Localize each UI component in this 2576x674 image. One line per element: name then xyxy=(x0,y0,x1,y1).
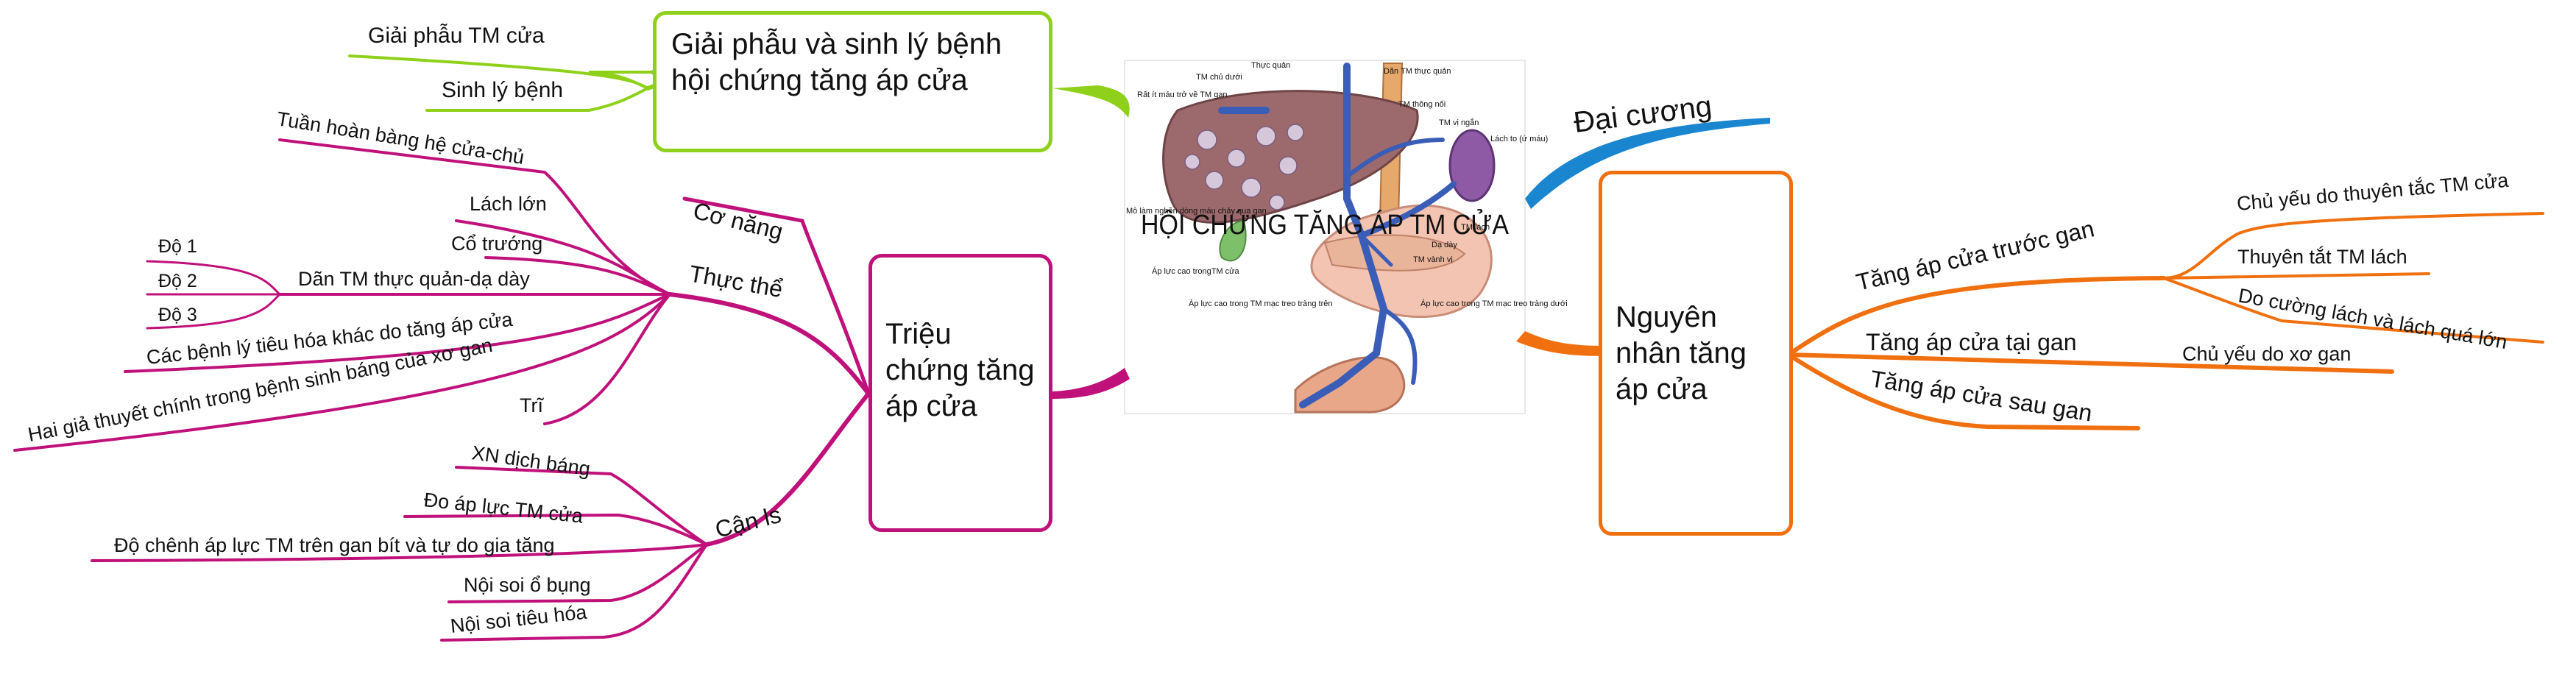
can-ls-child-do-ap-luc[interactable]: Đo áp lực TM cửa xyxy=(422,489,584,528)
topic-nguyen-nhan-title: Nguyên nhân tăng áp cửa xyxy=(1616,301,1747,405)
topic-giai-phau[interactable]: Giải phẫu và sinh lý bệnh hội chứng tăng… xyxy=(653,11,1052,152)
truoc-gan-label[interactable]: Tăng áp cửa trước gan xyxy=(1853,215,2096,295)
can-ls-child-noi-soi-o-bung[interactable]: Nội soi ổ bụng xyxy=(464,574,591,596)
label-dan-tm-thuc-quan: Dãn TM thực quản xyxy=(1384,67,1451,76)
connector-trieu-chung xyxy=(1052,368,1130,399)
topic-nguyen-nhan[interactable]: Nguyên nhân tăng áp cửa xyxy=(1599,171,1793,536)
label-tm-thong-noi: TM thông nối xyxy=(1398,100,1446,109)
thuc-the-child-co-truong[interactable]: Cổ trướng xyxy=(451,233,542,255)
label-lach-to: Lách to (ứ máu) xyxy=(1490,135,1548,143)
image-small-labels: Thực quản Dãn TM thực quản TM chủ dưới R… xyxy=(1126,61,1568,308)
intestine-shape xyxy=(1294,356,1406,414)
giai-phau-tm-cua-label[interactable]: Giải phẫu TM cửa xyxy=(368,24,545,48)
topic-giai-phau-title: Giải phẫu và sinh lý bệnh hội chứng tăng… xyxy=(671,28,1002,96)
connector-dai-cuong xyxy=(1525,118,1770,209)
label-tm-lach: TM lách xyxy=(1461,223,1490,232)
thuc-the-child-tri[interactable]: Trĩ xyxy=(520,394,544,416)
orange-subbranch-lines xyxy=(1786,212,2544,430)
label-da-day: Dạ dày xyxy=(1432,241,1457,249)
can-ls-label[interactable]: Cận ls xyxy=(712,501,784,543)
tai-gan-child-xo-gan[interactable]: Chủ yếu do xơ gan xyxy=(2182,343,2351,365)
thuc-the-child-tuan-hoan[interactable]: Tuần hoàn bàng hệ cửa-chủ xyxy=(275,107,526,168)
gallbladder-shape xyxy=(1219,219,1247,262)
thuc-the-child-lach-lon[interactable]: Lách lớn xyxy=(470,193,547,215)
dan-tm-level-3[interactable]: Độ 3 xyxy=(158,305,197,325)
can-ls-child-noi-soi-tieu-hoa[interactable]: Nội soi tiêu hóa xyxy=(449,601,588,637)
label-ap-luc-cao-tm-cua: Áp lực cao trongTM cửa xyxy=(1152,266,1240,276)
label-mo-lam: Mô làm nghẽn dòng máu chảy qua gan xyxy=(1126,207,1267,216)
central-anatomy-image[interactable]: Thực quản Dãn TM thực quản TM chủ dưới R… xyxy=(1124,60,1568,414)
truoc-gan-child-thuyen-tac[interactable]: Chủ yếu do thuyên tắc TM cửa xyxy=(2236,168,2510,215)
connector-giai-phau xyxy=(1052,85,1130,118)
portal-veins xyxy=(1218,63,1457,408)
dan-tm-level-1[interactable]: Độ 1 xyxy=(158,236,197,257)
label-ap-luc-mac-treo-duoi: Áp lực cao trong TM mạc treo tràng dưới xyxy=(1420,299,1568,308)
liver-nodules xyxy=(1184,124,1304,210)
dan-tm-level-2[interactable]: Độ 2 xyxy=(158,271,197,291)
label-tm-vi-ngan: TM vị ngắn xyxy=(1439,118,1479,127)
can-ls-child-do-chenh[interactable]: Độ chênh áp lực TM trên gan bít và tự do… xyxy=(114,534,555,556)
sau-gan-label[interactable]: Tăng áp cửa sau gan xyxy=(1869,365,2094,426)
connector-nguyen-nhan xyxy=(1516,331,1603,356)
sinh-ly-benh-label[interactable]: Sinh lý bệnh xyxy=(442,78,563,102)
truoc-gan-child-thuyen-tat[interactable]: Thuyên tắt TM lách xyxy=(2237,245,2407,268)
thuc-the-label[interactable]: Thực thể xyxy=(687,260,785,302)
central-title: HỘI CHỨNG TĂNG ÁP TM CỬA xyxy=(1141,208,1510,241)
label-rat-it-mau: Rất ít máu trở về TM gan xyxy=(1137,91,1228,99)
label-tm-vanh-vi: TM vành vị xyxy=(1413,255,1453,264)
topic-trieu-chung-title: Triệu chứng tăng áp cửa xyxy=(885,318,1035,422)
can-ls-child-xn-dich-bang[interactable]: XN dịch báng xyxy=(470,441,592,480)
label-ap-luc-mac-treo-tren: Áp lực cao trong TM mạc treo tràng trên xyxy=(1189,299,1332,308)
label-tm-chu-duoi: TM chủ dưới xyxy=(1196,73,1242,82)
topic-trieu-chung[interactable]: Triệu chứng tăng áp cửa xyxy=(868,254,1052,532)
co-nang-label[interactable]: Cơ năng xyxy=(690,197,785,245)
tai-gan-label[interactable]: Tăng áp cửa tại gan xyxy=(1866,329,2077,355)
magenta-subbranch-lines xyxy=(13,138,871,642)
label-thuc-quan: Thực quản xyxy=(1251,61,1290,70)
spleen-shape xyxy=(1448,129,1496,202)
thuc-the-child-dan-tm[interactable]: Dãn TM thực quản-dạ dày xyxy=(298,268,530,290)
